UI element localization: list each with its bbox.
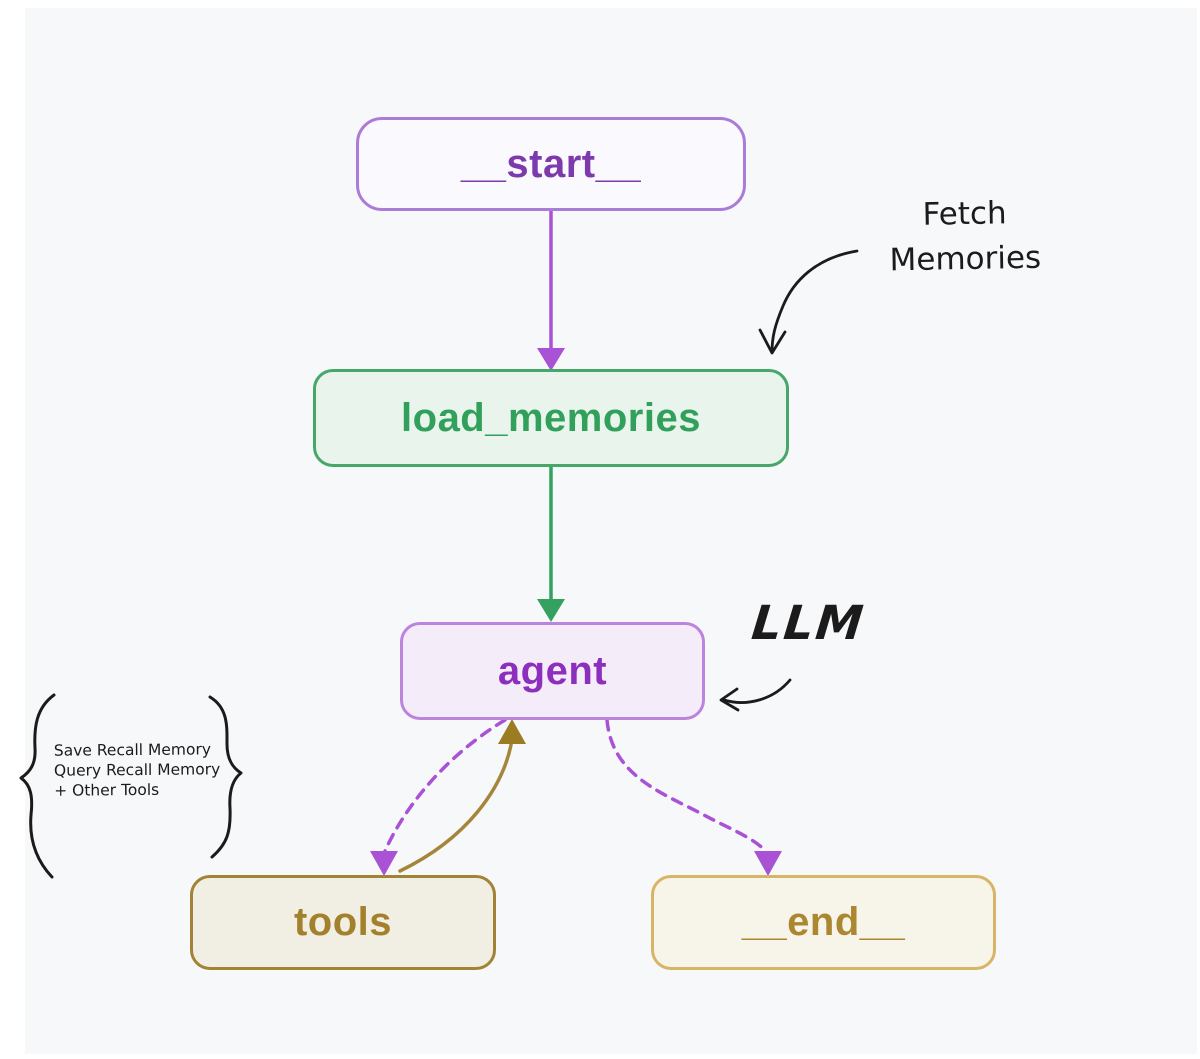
- edge-agent-to-tools: [370, 718, 507, 876]
- fetch-memories-arrow-icon: [758, 249, 859, 355]
- node-tools: tools: [190, 875, 496, 970]
- annotation-tools-note: Save Recall Memory Query Recall Memory +…: [53, 740, 221, 801]
- arrowhead-down-icon: [370, 851, 398, 876]
- node-load-memories-label: load_memories: [401, 395, 701, 440]
- node-end-label: __end__: [741, 900, 906, 944]
- annotation-fetch-memories: Fetch Memories: [889, 195, 1042, 279]
- node-tools-label: tools: [293, 900, 393, 944]
- node-load-memories: load_memories: [313, 369, 789, 467]
- arrowhead-down-icon: [754, 851, 782, 876]
- edge-tools-to-agent: [398, 719, 526, 873]
- edge-start-to-load-memories: [537, 211, 565, 371]
- llm-arrow-icon: [719, 678, 792, 712]
- arrowhead-down-icon: [537, 599, 565, 622]
- annotation-llm: LLM: [749, 596, 868, 651]
- arrowhead-up-icon: [498, 719, 526, 744]
- curly-brace-right-icon: [208, 695, 243, 859]
- node-end: __end__: [651, 875, 996, 970]
- node-start: __start__: [356, 117, 746, 211]
- edge-agent-to-end: [605, 718, 782, 876]
- node-agent-label: agent: [497, 648, 608, 693]
- arrowhead-down-icon: [537, 348, 565, 371]
- curly-brace-left-icon: [19, 693, 56, 879]
- edge-load-memories-to-agent: [537, 467, 565, 622]
- node-start-label: __start__: [460, 141, 642, 186]
- node-agent: agent: [400, 622, 705, 720]
